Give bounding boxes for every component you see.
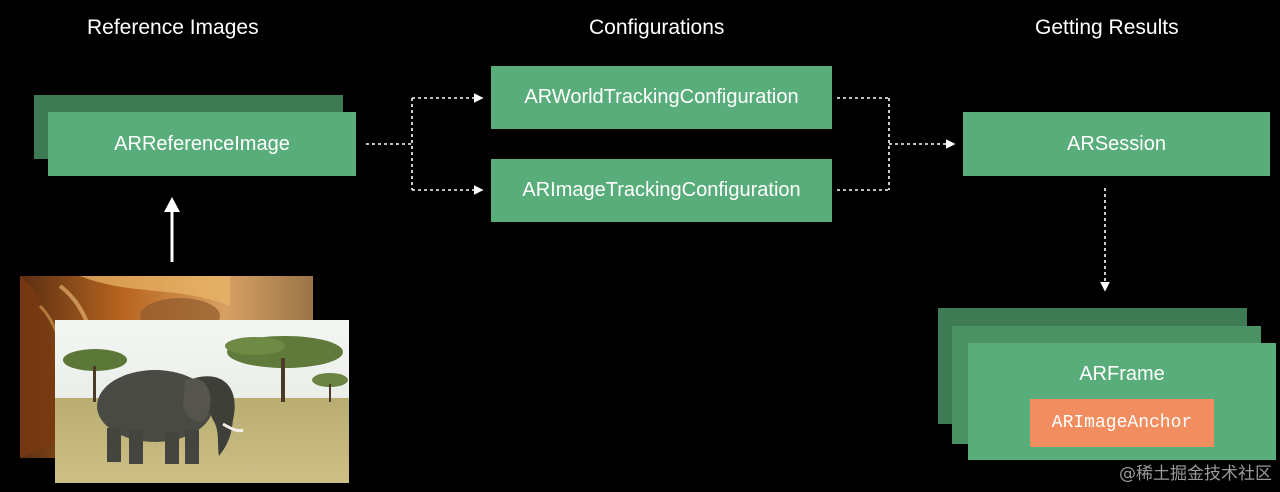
session-label: ARSession (1067, 132, 1166, 155)
session-node: ARSession (963, 112, 1270, 176)
reference-image-label: ARReferenceImage (114, 132, 290, 155)
frame-label: ARFrame (1079, 363, 1165, 385)
image-anchor-node: ARImageAnchor (1030, 399, 1214, 447)
heading-configurations: Configurations (589, 16, 725, 39)
world-tracking-label: ARWorldTrackingConfiguration (524, 86, 799, 108)
world-tracking-node: ARWorldTrackingConfiguration (491, 66, 832, 129)
image-tracking-label: ARImageTrackingConfiguration (522, 179, 801, 201)
heading-reference-images: Reference Images (87, 16, 259, 39)
watermark: @稀土掘金技术社区 (1119, 464, 1272, 484)
image-tracking-node: ARImageTrackingConfiguration (491, 159, 832, 222)
image-anchor-label: ARImageAnchor (1051, 413, 1193, 433)
upload-arrow-head (164, 197, 180, 212)
reference-image-node: ARReferenceImage (48, 112, 356, 176)
heading-getting-results: Getting Results (1035, 16, 1179, 39)
elephant-photo (55, 320, 349, 483)
